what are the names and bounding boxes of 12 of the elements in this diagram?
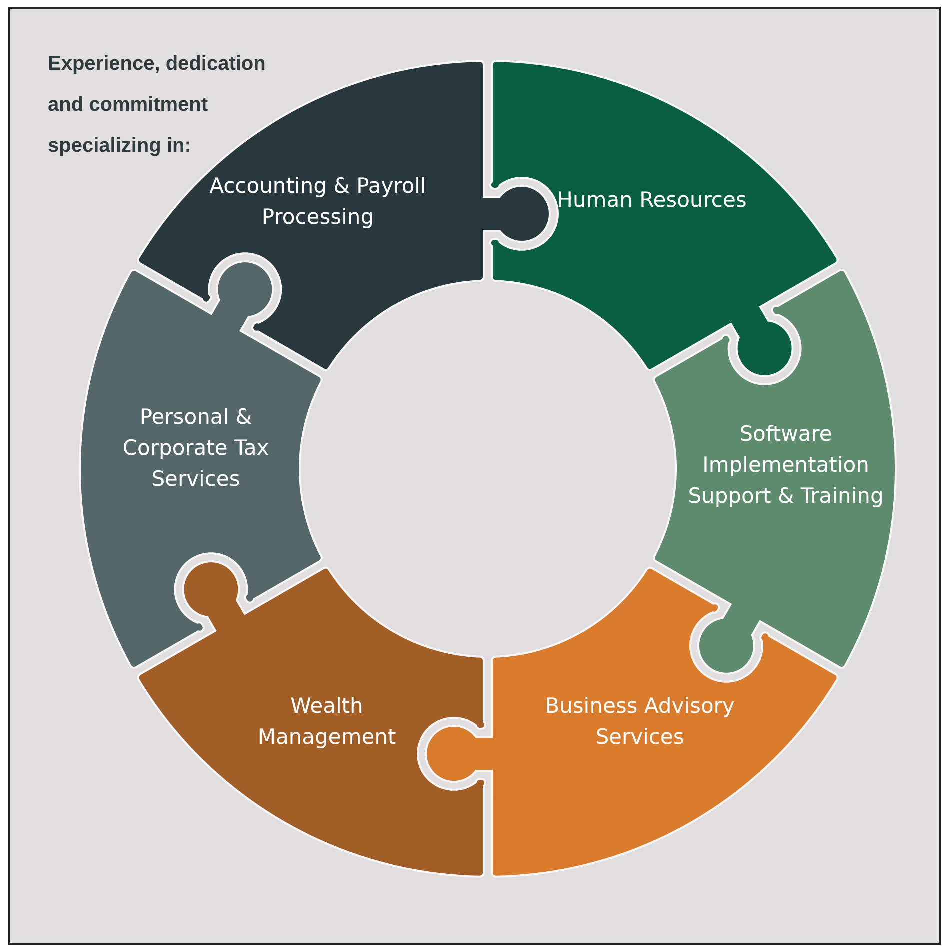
- puzzle-piece: [489, 60, 839, 378]
- piece-label: Business Advisory Services: [544, 693, 736, 751]
- puzzle-piece: [425, 566, 839, 878]
- puzzle-piece: [79, 260, 323, 670]
- piece-label: Wealth Management: [256, 693, 398, 751]
- piece-label: Software Implementation Support & Training: [687, 420, 885, 510]
- piece-label: Human Resources: [557, 186, 747, 214]
- intro-text: Experience, dedication and commitment specializing in:: [48, 52, 267, 159]
- puzzle-piece: [653, 268, 897, 675]
- puzzle-piece: [137, 560, 487, 878]
- piece-label: Accounting & Payroll Processing: [208, 173, 428, 231]
- piece-label: Personal & Corporate Tax Services: [122, 404, 270, 492]
